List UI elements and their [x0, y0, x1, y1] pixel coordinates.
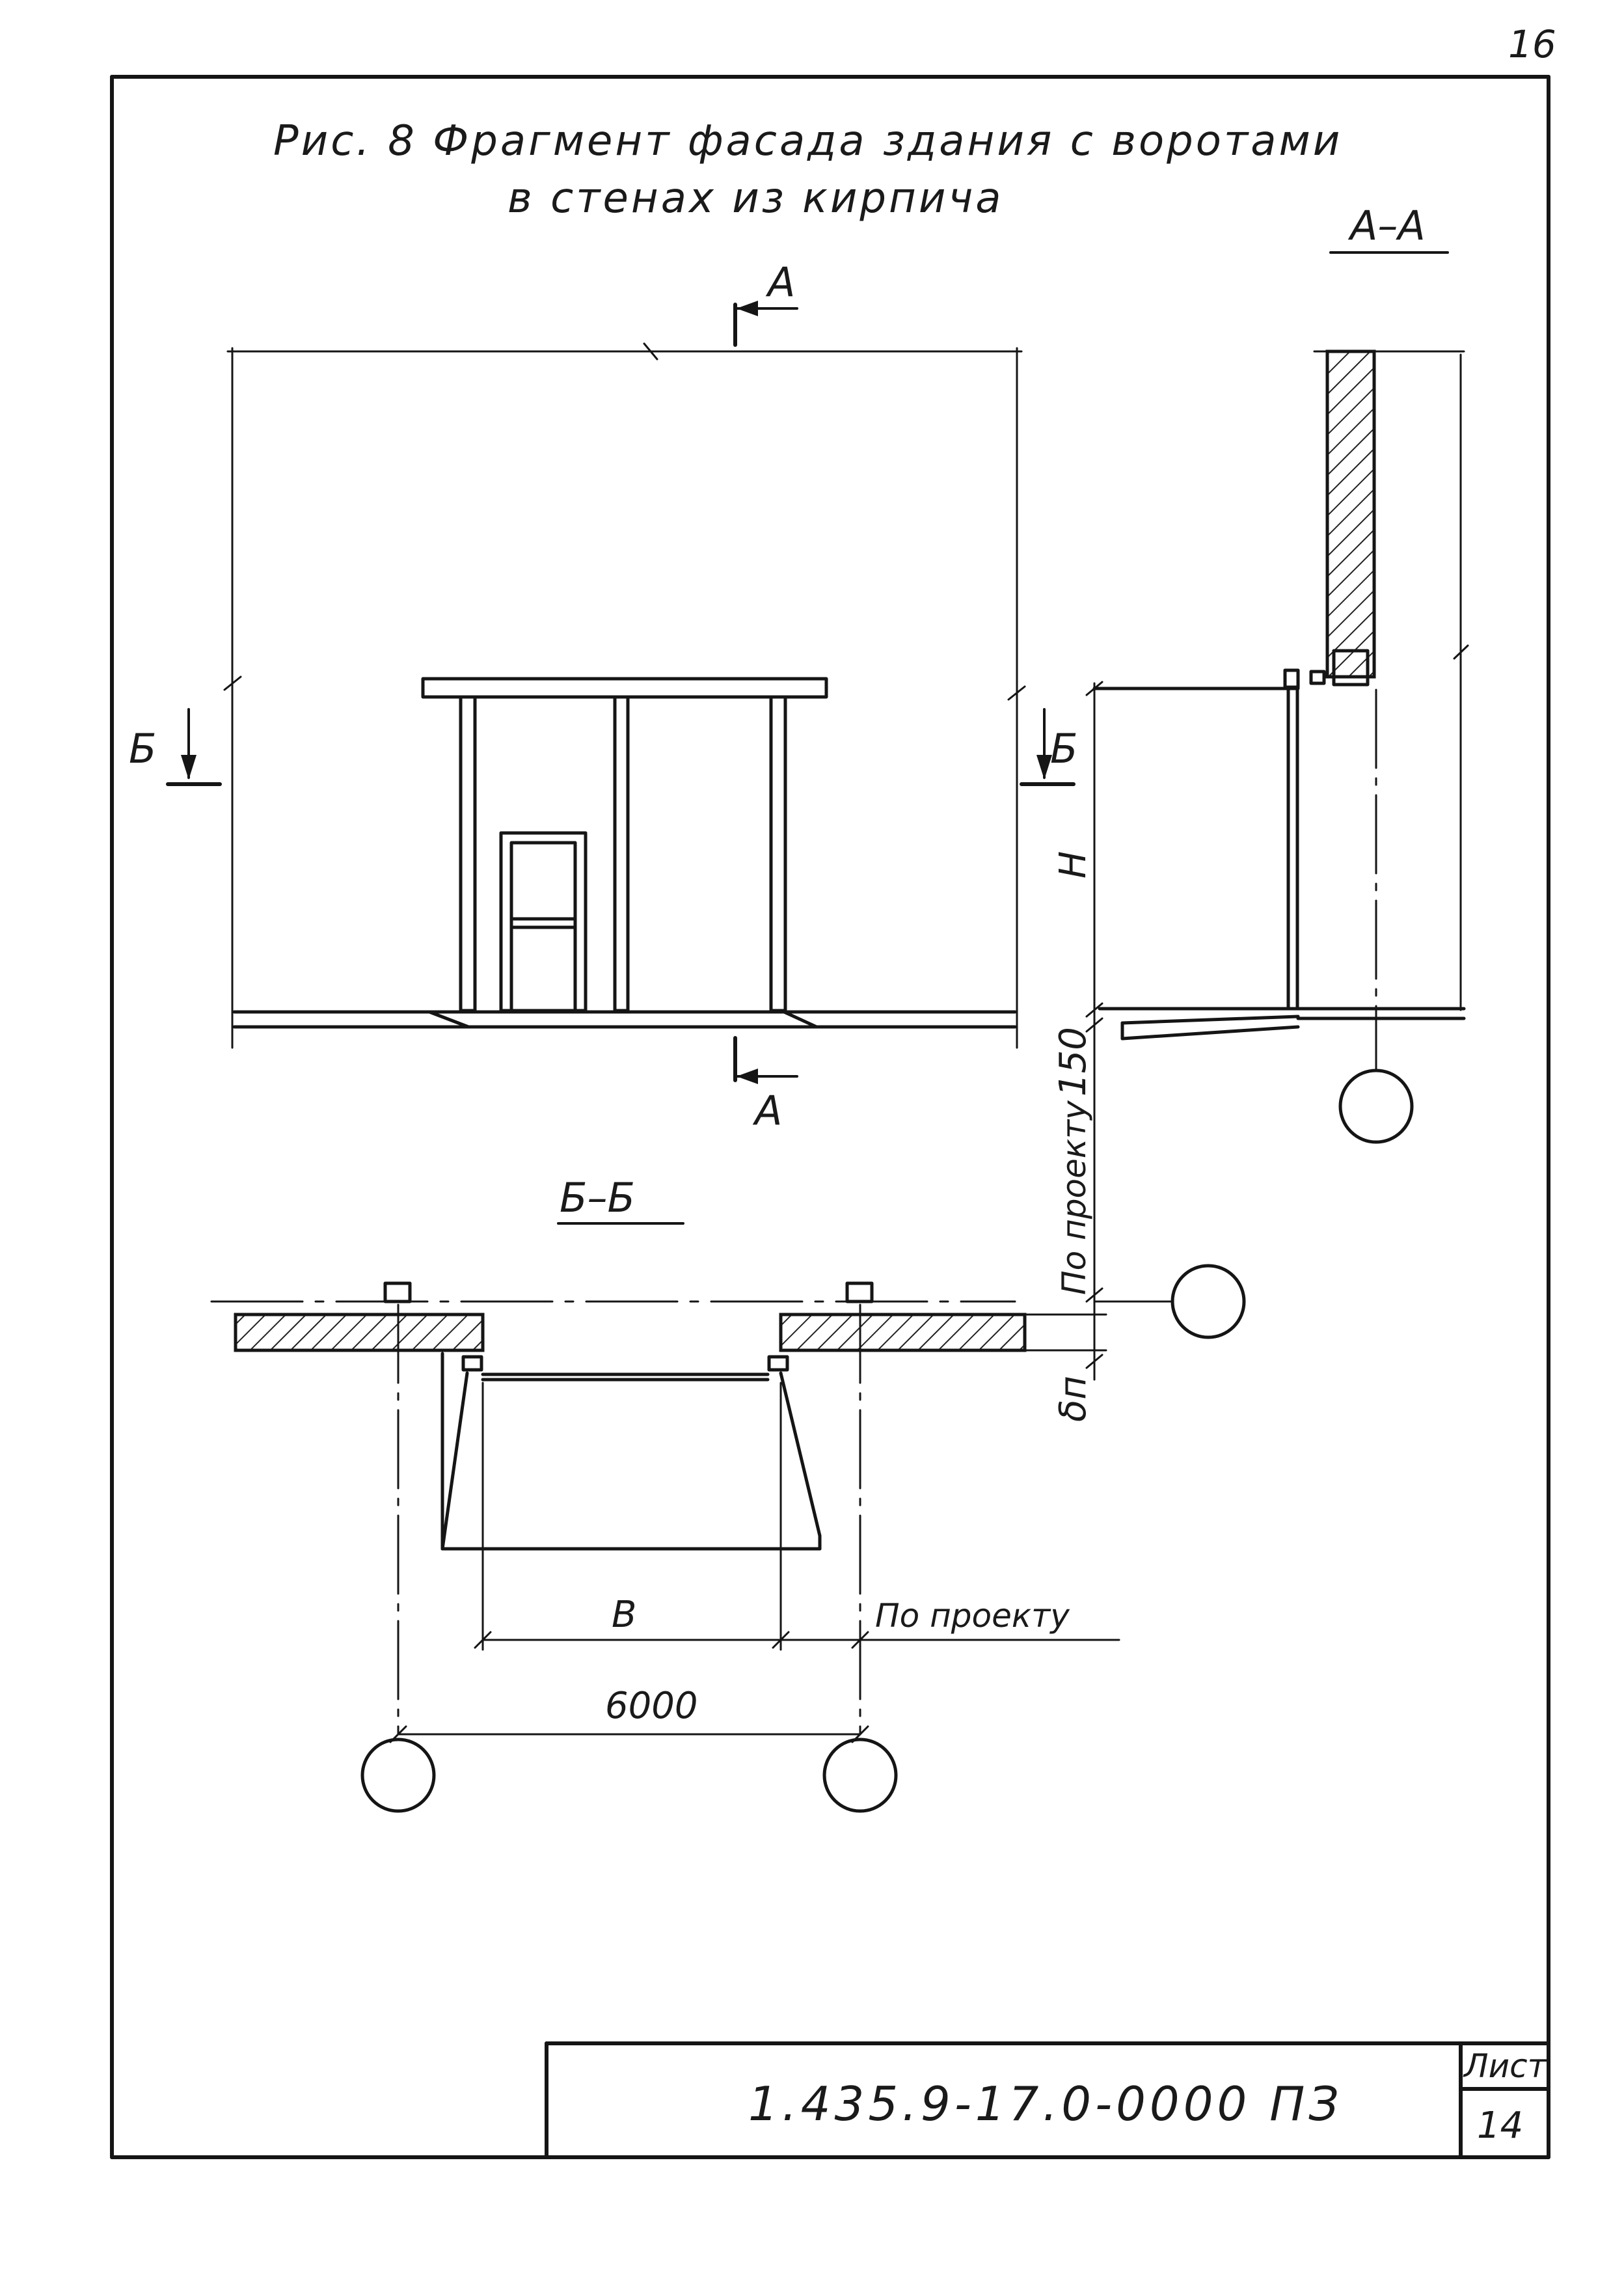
- dimension-wall-thickness: δп: [1052, 1376, 1094, 1422]
- page-number: 16: [1508, 22, 1556, 66]
- cut-label-b-right: Б: [1050, 725, 1078, 772]
- wicket-door: [499, 831, 588, 1013]
- gate-leaf-section: [1286, 687, 1299, 1011]
- document-code: 1.435.9-17.0-0000 ПЗ: [748, 2077, 1343, 2131]
- drawing-title-line-1: Рис. 8 Фрагмент фасада здания с воротами: [273, 117, 1342, 165]
- grid-axis-bubble-bb-left: [360, 1738, 436, 1813]
- cut-label-a-bottom: А: [752, 1087, 782, 1134]
- gate-opening-plan: [440, 1352, 822, 1551]
- section-aa-extension-lines: [1313, 350, 1469, 1011]
- wall-segment-right: [779, 1313, 1027, 1352]
- floor-and-ramp: [1098, 1007, 1466, 1041]
- grid-axis-bubble-aa: [1338, 1069, 1414, 1144]
- dimension-per-project-vertical: По проекту: [1055, 1100, 1093, 1295]
- brick-wall-section: [1325, 349, 1376, 679]
- cut-label-b-left: Б: [129, 725, 157, 772]
- cut-marker-a-bottom: А: [733, 1036, 798, 1134]
- facade-dimension-lines: [223, 342, 1026, 1049]
- section-aa: А–А: [1052, 202, 1469, 1422]
- section-bb-title: Б–Б: [560, 1174, 635, 1221]
- wall-segment-left: [234, 1313, 485, 1352]
- dimension-column-spacing: 6000: [605, 1685, 698, 1727]
- grid-axis-bubble-bb-right: [1171, 1264, 1246, 1339]
- dimension-per-project-horizontal: По проекту: [875, 1597, 1070, 1635]
- facade-ground-line: [232, 1010, 1017, 1029]
- sheet-frame: [110, 75, 1550, 2159]
- title-block: 1.435.9-17.0-0000 ПЗ Лист 14: [545, 2041, 1550, 2159]
- sheet-number: 14: [1477, 2105, 1523, 2147]
- section-bb: Б–Б: [210, 1174, 1246, 1813]
- vertical-dimension-chain: [1085, 681, 1172, 1381]
- dimension-opening-width: B: [612, 1594, 636, 1636]
- section-aa-title: А–А: [1347, 202, 1426, 249]
- dimension-plinth-150: 150: [1052, 1027, 1094, 1097]
- drawing-title-line-2: в стенах из кирпича: [508, 174, 1004, 223]
- title-block-frame: [545, 2041, 1550, 2159]
- sheet-label: Лист: [1463, 2047, 1548, 2085]
- facade-elevation: А Б Б: [129, 258, 1078, 1134]
- cut-marker-b-right: Б: [1020, 708, 1078, 786]
- cut-marker-a-top: А: [733, 258, 798, 347]
- gate-portal: [421, 677, 828, 1013]
- cut-marker-b-left: Б: [129, 708, 222, 786]
- wall-thickness-extension-lines: [1023, 1313, 1107, 1352]
- dimension-line-b: [474, 1631, 1120, 1649]
- dimension-height-h: H: [1052, 851, 1094, 879]
- cut-label-a-top: А: [765, 258, 795, 306]
- dimension-line-6000: [389, 1725, 869, 1743]
- column-stub-left: [383, 1281, 412, 1303]
- column-stub-right: [845, 1281, 874, 1303]
- grid-axis-bubble-bb-center: [822, 1738, 898, 1813]
